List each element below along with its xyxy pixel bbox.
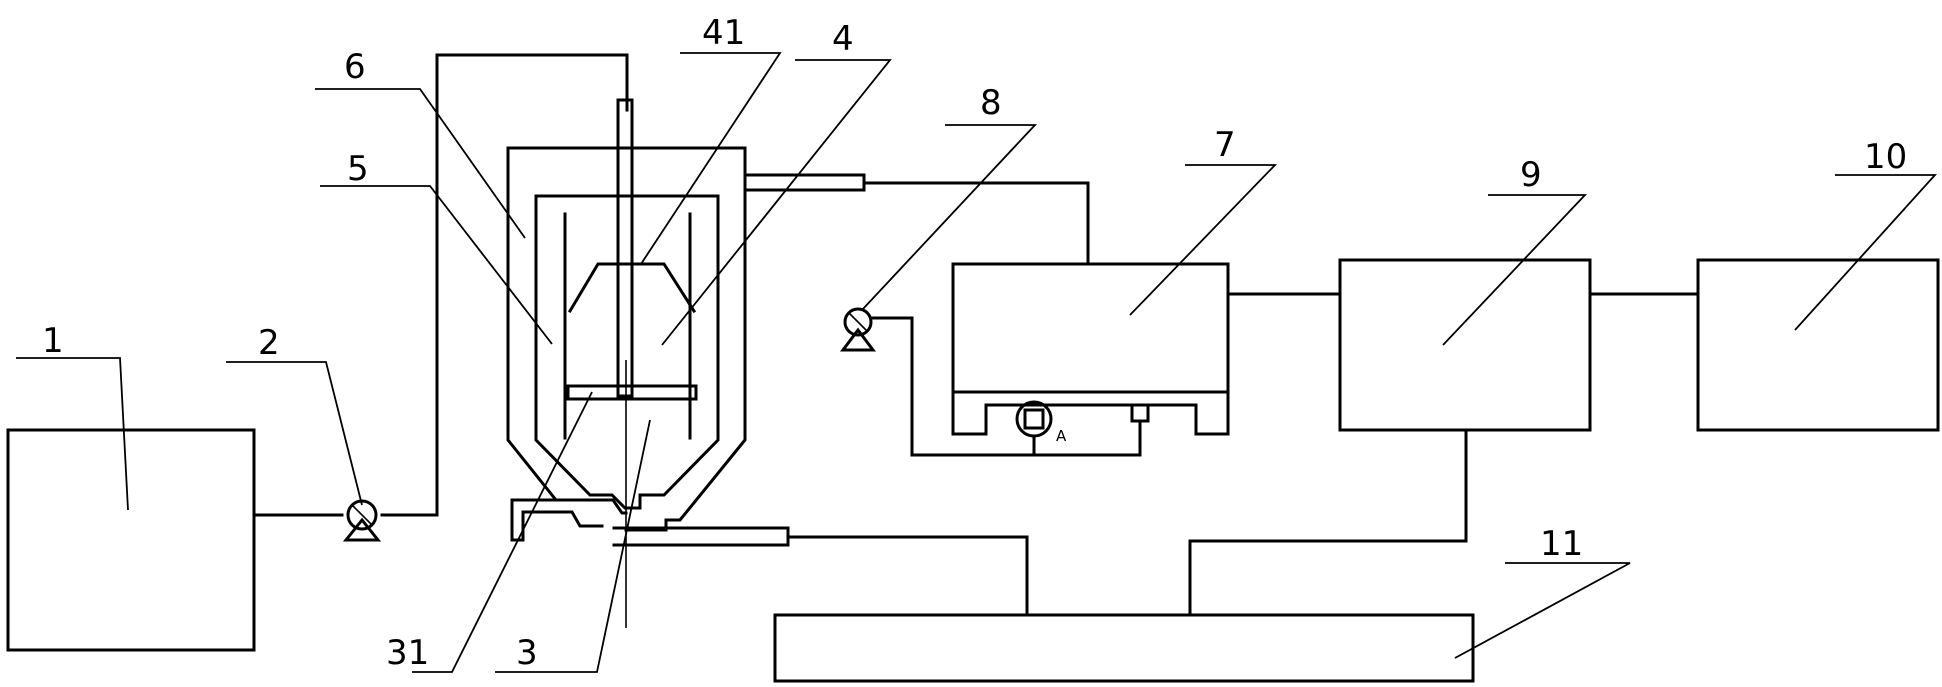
label-a: A <box>1056 427 1067 445</box>
top-outlet-pipe <box>743 173 1090 266</box>
component-9-box <box>1338 258 1592 432</box>
connection-9-11 <box>1188 428 1468 617</box>
label-41: 41 <box>702 13 745 53</box>
label-8: 8 <box>980 83 1002 123</box>
component-5-inner-vessel <box>534 194 720 510</box>
label-2: 2 <box>258 323 280 363</box>
label-3: 3 <box>516 633 538 673</box>
label-4: 4 <box>832 19 854 59</box>
sensor-a <box>1015 400 1053 438</box>
component-4-central-tube <box>616 98 634 398</box>
component-1-tank <box>6 428 256 652</box>
label-11: 11 <box>1540 524 1583 564</box>
feed-pipe <box>252 53 629 517</box>
pump-8-loop <box>869 316 1142 457</box>
label-10: 10 <box>1864 137 1907 177</box>
component-10-box <box>1696 258 1940 432</box>
leader-lines <box>16 52 1938 673</box>
label-9: 9 <box>1520 155 1542 195</box>
bottom-outlet-pipe <box>612 526 1029 617</box>
component-7-port <box>1130 403 1150 423</box>
label-5: 5 <box>347 149 369 189</box>
component-8-pump <box>840 307 876 352</box>
component-6-outer-vessel <box>506 146 747 532</box>
label-1: 1 <box>42 321 64 361</box>
component-11-base <box>773 613 1475 683</box>
label-7: 7 <box>1214 125 1236 165</box>
component-2-pump <box>342 499 382 542</box>
component-7-unit <box>951 262 1230 436</box>
label-6: 6 <box>344 47 366 87</box>
label-31: 31 <box>386 633 429 673</box>
outer-vessel-drain <box>510 498 604 542</box>
inner-baffles <box>563 212 692 440</box>
